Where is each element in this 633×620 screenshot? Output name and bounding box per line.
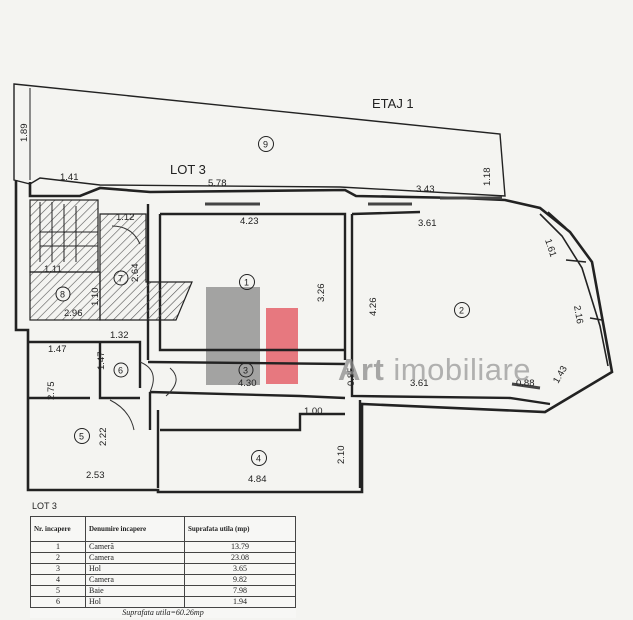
- lot-label-top: LOT 3: [170, 162, 206, 177]
- dim-1-43: 1.43: [551, 364, 570, 386]
- cell-area: 7.98: [184, 585, 296, 597]
- dim-1-11: 1.11: [44, 264, 62, 275]
- table-row: 4 Camera 9.82: [30, 574, 296, 586]
- cell-name: Cameră: [85, 541, 185, 553]
- cell-name: Baie: [85, 585, 185, 597]
- dim-1-10: 1.10: [90, 288, 101, 307]
- dim-1-41: 1.41: [60, 172, 79, 183]
- table-row: 2 Camera 23.08: [30, 552, 296, 564]
- watermark-suffix: imobiliare: [384, 352, 532, 387]
- dim-4-23: 4.23: [240, 216, 259, 227]
- dim-0-85: 0.85: [346, 368, 357, 387]
- dim-1-61: 1.61: [542, 238, 558, 259]
- table-row: 6 Hol 1.94: [30, 596, 296, 608]
- cell-nr: 6: [30, 596, 86, 608]
- dim-3-61-top: 3.61: [418, 218, 437, 229]
- cell-name: Hol: [85, 563, 185, 575]
- dim-1-12: 1.12: [116, 212, 135, 223]
- cell-area: 3.65: [184, 563, 296, 575]
- dim-2-64: 2.64: [130, 264, 141, 283]
- room5-walls: [28, 340, 142, 400]
- cell-nr: 2: [30, 552, 86, 564]
- dim-1-00: 1.00: [304, 406, 323, 417]
- cell-name: Camera: [85, 552, 185, 564]
- cell-area: 9.82: [184, 574, 296, 586]
- dim-1-89: 1.89: [19, 124, 30, 143]
- table-total: Suprafata utila=60.26mp: [122, 608, 204, 617]
- room-num-2: 2: [459, 306, 464, 316]
- floor-label: ETAJ 1: [372, 96, 414, 111]
- header-name: Denumire incapere: [85, 516, 185, 542]
- area-table: Nr. incapere Denumire incapere Suprafata…: [30, 516, 296, 618]
- cell-name: Camera: [85, 574, 185, 586]
- dim-1-32: 1.32: [110, 330, 129, 341]
- dim-5-78: 5.78: [208, 178, 227, 189]
- dim-4-30: 4.30: [238, 378, 257, 389]
- dim-2-22: 2.22: [98, 428, 109, 447]
- dim-2-10: 2.10: [336, 446, 347, 465]
- dim-2-53: 2.53: [86, 470, 105, 481]
- dim-2-96: 2.96: [64, 308, 83, 319]
- table-row: 3 Hol 3.65: [30, 563, 296, 575]
- watermark: Art imobiliare: [338, 352, 531, 388]
- dim-0-88: 0.88: [516, 378, 535, 389]
- door-swing-3: [165, 367, 177, 397]
- room-num-5: 5: [79, 432, 84, 442]
- logo-gray-block: [206, 287, 260, 385]
- door-swing-6: [139, 361, 154, 393]
- dim-2-75: 2.75: [46, 382, 57, 401]
- dim-4-84: 4.84: [248, 474, 267, 485]
- room-num-4: 4: [256, 454, 261, 464]
- table-row: 1 Cameră 13.79: [30, 541, 296, 553]
- lot-label-bottom: LOT 3: [32, 501, 57, 511]
- cell-nr: 5: [30, 585, 86, 597]
- window-marks: [205, 196, 541, 390]
- room-num-7: 7: [118, 274, 123, 284]
- logo-red-block: [266, 308, 298, 384]
- room-num-9: 9: [263, 140, 268, 150]
- room7-hatch: [99, 213, 193, 321]
- dim-3-61-bottom: 3.61: [410, 378, 429, 389]
- terrace-outline: [13, 83, 506, 197]
- header-nr: Nr. incapere: [30, 516, 86, 542]
- dim-1-18: 1.18: [482, 168, 493, 187]
- room-num-1: 1: [244, 278, 249, 288]
- table-row: 5 Baie 7.98: [30, 585, 296, 597]
- header-area: Suprafata utila (mp): [184, 516, 296, 542]
- dim-1-47-vert: 1.47: [96, 352, 107, 371]
- dim-2-16: 2.16: [571, 305, 585, 325]
- room-num-6: 6: [118, 366, 123, 376]
- room-num-3: 3: [243, 366, 248, 376]
- door-swing-5: [109, 399, 135, 431]
- room-num-8: 8: [60, 290, 65, 300]
- cell-area: 23.08: [184, 552, 296, 564]
- dim-1-47-horiz: 1.47: [48, 344, 67, 355]
- cell-name: Hol: [85, 596, 185, 608]
- door-swing-7: [111, 225, 141, 245]
- dim-3-43: 3.43: [416, 184, 435, 195]
- dim-4-26: 4.26: [368, 298, 379, 317]
- dim-3-26: 3.26: [316, 284, 327, 303]
- cell-nr: 1: [30, 541, 86, 553]
- bay-window: [539, 211, 609, 367]
- cell-area: 1.94: [184, 596, 296, 608]
- building-outer-wall: [14, 180, 614, 494]
- cell-area: 13.79: [184, 541, 296, 553]
- room2-walls: [350, 210, 551, 406]
- stair-steps: [39, 202, 98, 262]
- watermark-brand: Art: [338, 352, 385, 387]
- room-numbers: 9 1 2 3 4 5 6 7 8: [55, 136, 470, 466]
- cell-nr: 3: [30, 563, 86, 575]
- cell-nr: 4: [30, 574, 86, 586]
